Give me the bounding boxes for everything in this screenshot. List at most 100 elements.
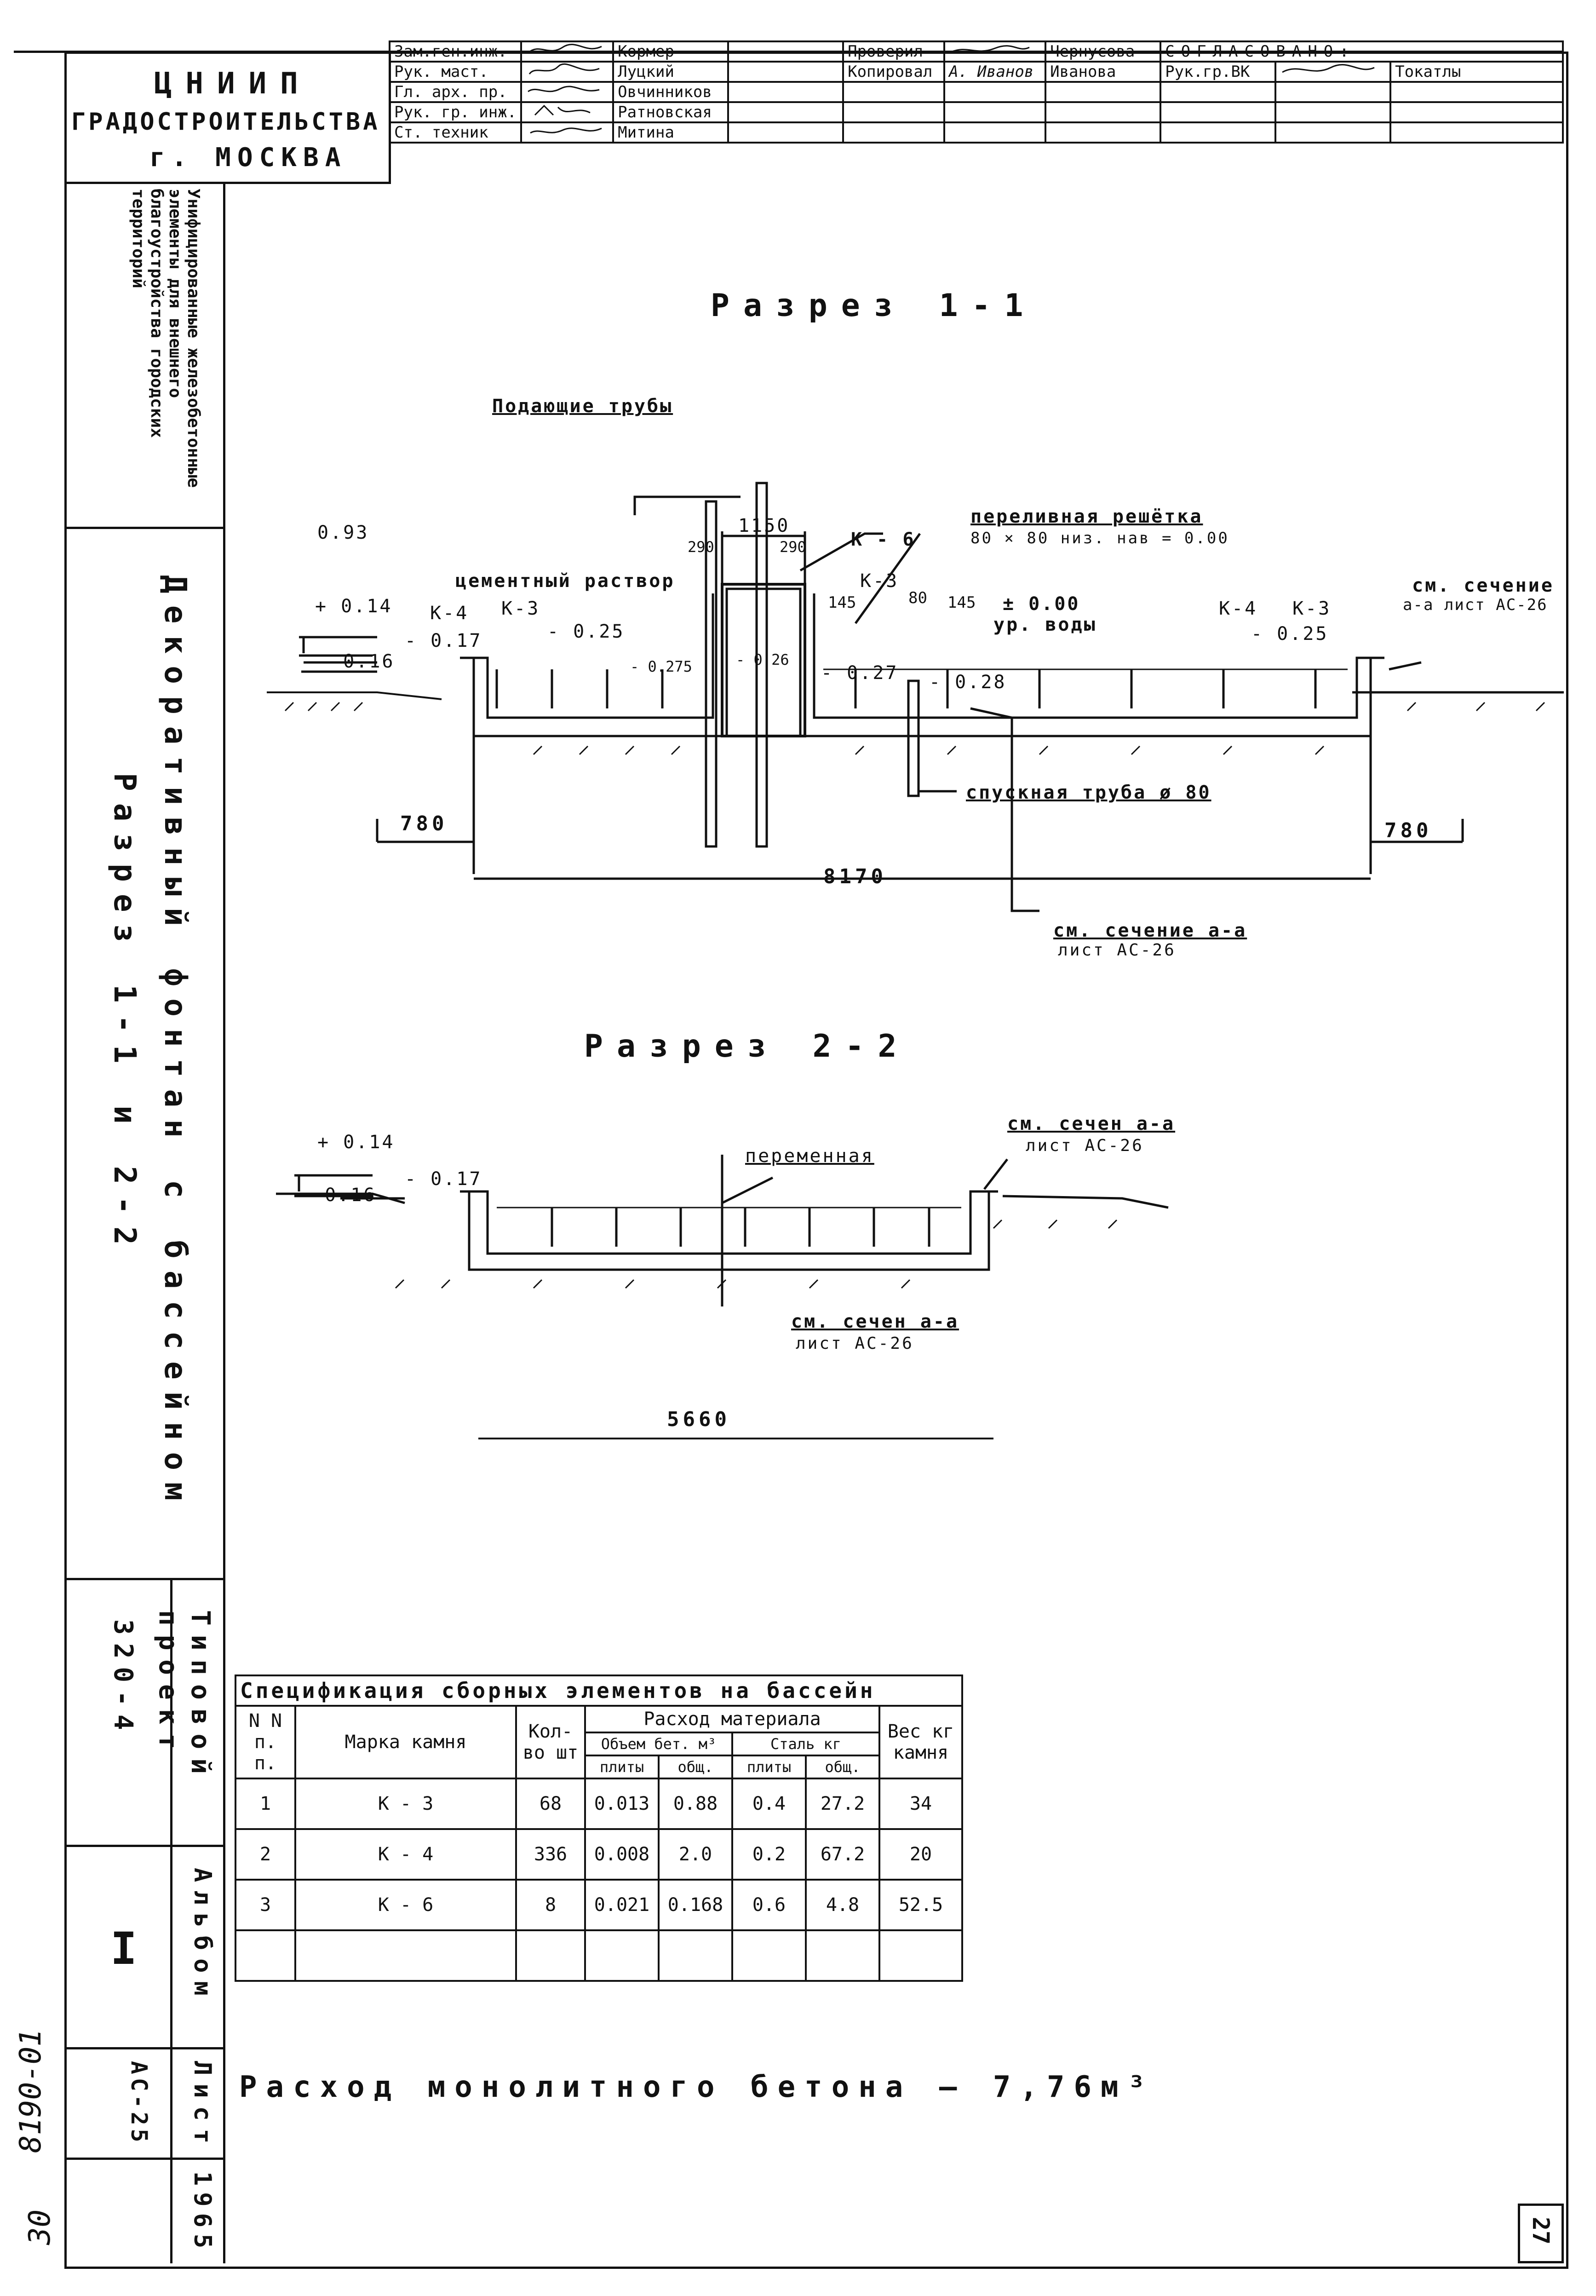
dim-80: 80 <box>908 589 927 607</box>
signature-icon <box>534 104 591 116</box>
signature-icon <box>528 63 600 75</box>
signature-cell <box>520 101 614 123</box>
spec-h-total: общ. <box>805 1755 880 1779</box>
spec-cell: 2.0 <box>658 1828 733 1881</box>
agreed-label: СОГЛАСОВАНО: <box>1160 40 1564 63</box>
spec-table: Спецификация сборных элементов на бассей… <box>235 1675 963 1982</box>
k3-label-d: К-3 <box>1292 598 1332 619</box>
spec-h-concrete: Объем бет. м³ <box>584 1732 733 1756</box>
overflow-grate-label: переливная решётка <box>970 506 1203 527</box>
overflow-grate-dims: 80 × 80 низ. нав = 0.00 <box>970 529 1229 547</box>
see-section-right-2: а-а лист АС-26 <box>1403 596 1548 614</box>
dim-5660: 5660 <box>667 1408 730 1431</box>
name-cell: Митина <box>612 121 729 144</box>
project-label: Типовой проект <box>153 1610 215 1784</box>
signature-cell <box>520 81 614 103</box>
spec-cell: 52.5 <box>878 1879 963 1931</box>
elev-m016: - 0.16 <box>317 651 395 672</box>
spec-cell: 0.88 <box>658 1778 733 1830</box>
elev-m027: - 0.27 <box>821 662 899 684</box>
spec-title: Спецификация сборных элементов на бассей… <box>235 1675 963 1707</box>
elev-p014: + 0.14 <box>315 596 393 617</box>
strip-divider-4 <box>67 2047 223 2049</box>
role-cell: Ст. техник <box>388 121 522 144</box>
spec-cell: 67.2 <box>805 1828 880 1881</box>
spec-cell: К - 3 <box>294 1778 517 1830</box>
spec-h-total: общ. <box>658 1755 733 1779</box>
signature-icon <box>528 44 602 54</box>
signature-cell <box>520 121 614 144</box>
spec-cell: К - 4 <box>294 1828 517 1881</box>
s2-see-bottom-1: см. сечен а-а <box>791 1311 959 1332</box>
spec-cell: 0.021 <box>584 1879 660 1931</box>
table-row <box>235 1929 963 1982</box>
role-cell: Рук. гр. инж. <box>388 101 522 123</box>
album-series-title: Унифицированные железобетонные элементы … <box>129 189 203 488</box>
group-head-label: Рук.гр.ВК <box>1160 61 1277 83</box>
copied-name: А. Иванов <box>943 61 1047 83</box>
project-number: 320-4 <box>108 1619 138 1738</box>
spec-cell: 0.168 <box>658 1879 733 1931</box>
spec-h-steel: Сталь кг <box>731 1732 880 1756</box>
see-section-bottom-2: лист АС-26 <box>1058 941 1176 960</box>
spec-h-qty: Кол-во шт <box>515 1705 586 1779</box>
elev-000: ± 0.00 <box>1003 593 1080 615</box>
role-cell: Гл. арх. пр. <box>388 81 522 103</box>
section1-title: Разрез 1-1 <box>711 288 1037 324</box>
spec-cell: 27.2 <box>805 1778 880 1830</box>
k3-label-c: К-3 <box>860 570 899 592</box>
s2-elev-m016: - 0.16 <box>299 1185 377 1206</box>
spec-cell: 0.4 <box>731 1778 807 1830</box>
name-cell: Луцкий <box>612 61 729 83</box>
agreed-name-cell: Иванова <box>1045 61 1162 83</box>
spec-cell: 0.6 <box>731 1879 807 1931</box>
signature-icon <box>1282 64 1375 73</box>
year: 1965 <box>189 2171 216 2255</box>
elev-093: 0.93 <box>317 522 369 543</box>
name-cell: Овчинников <box>612 81 729 103</box>
dim-1150: 1150 <box>738 515 790 536</box>
spec-cell: 0.2 <box>731 1828 807 1881</box>
elev-m0275: - 0.275 <box>630 658 692 675</box>
org-block: ЦНИИП ГРАДОСТРОИТЕЛЬСТВА г. МОСКВА <box>67 53 391 184</box>
signature-icon <box>528 86 600 92</box>
spec-h-plate: плиты <box>584 1755 660 1779</box>
signature-cell <box>943 40 1047 63</box>
spec-h-mark: Марка камня <box>294 1705 517 1779</box>
s2-elev-p014: + 0.14 <box>317 1132 395 1153</box>
left-title-strip <box>67 182 225 2263</box>
table-row: 1 К - 3 68 0.013 0.88 0.4 27.2 34 <box>235 1778 963 1830</box>
spec-cell: 4.8 <box>805 1879 880 1931</box>
sheet-corner-number: 27 <box>1527 2216 1555 2245</box>
strip-divider-3 <box>67 1845 223 1847</box>
org-city: г. МОСКВА <box>149 143 347 173</box>
k3-label-a: К-3 <box>501 598 540 619</box>
spec-cell: К - 6 <box>294 1879 517 1931</box>
s2-see-right-2: лист АС-26 <box>1026 1136 1144 1155</box>
spec-cell: 68 <box>515 1778 586 1830</box>
signature-cell <box>1275 61 1392 83</box>
org-subtitle: ГРАДОСТРОИТЕЛЬСТВА <box>71 108 380 136</box>
title-block-table: Зам.ген.инж. Кормер Проверил Чернусова С… <box>388 40 1564 144</box>
dim-145a: 145 <box>828 593 856 612</box>
handwritten-sub: 30 <box>23 2209 57 2245</box>
spec-h-num: N N п. п. <box>235 1705 296 1779</box>
dim-290a: 290 <box>688 538 714 556</box>
checked-label: Проверил <box>842 40 946 63</box>
dim-290b: 290 <box>780 538 806 556</box>
spec-cell: 2 <box>235 1828 296 1881</box>
supply-pipes-label: Подающие трубы <box>492 396 673 417</box>
see-section-right-1: см. сечение <box>1412 575 1554 596</box>
table-row: 3 К - 6 8 0.021 0.168 0.6 4.8 52.5 <box>235 1879 963 1931</box>
k4-label-b: К-4 <box>1219 598 1258 619</box>
s2-elev-m017: - 0.17 <box>405 1168 482 1190</box>
water-level: ур. воды <box>993 614 1097 635</box>
signature-cell <box>520 61 614 83</box>
spec-cell: 0.013 <box>584 1778 660 1830</box>
signature-cell <box>520 40 614 63</box>
name-cell: Ратновская <box>612 101 729 123</box>
sheet-label: Лист <box>189 2061 216 2152</box>
spec-cell: 20 <box>878 1828 963 1881</box>
handwritten-number: 8190-01 <box>14 2029 48 2153</box>
section2-drawing <box>276 1155 1169 1306</box>
